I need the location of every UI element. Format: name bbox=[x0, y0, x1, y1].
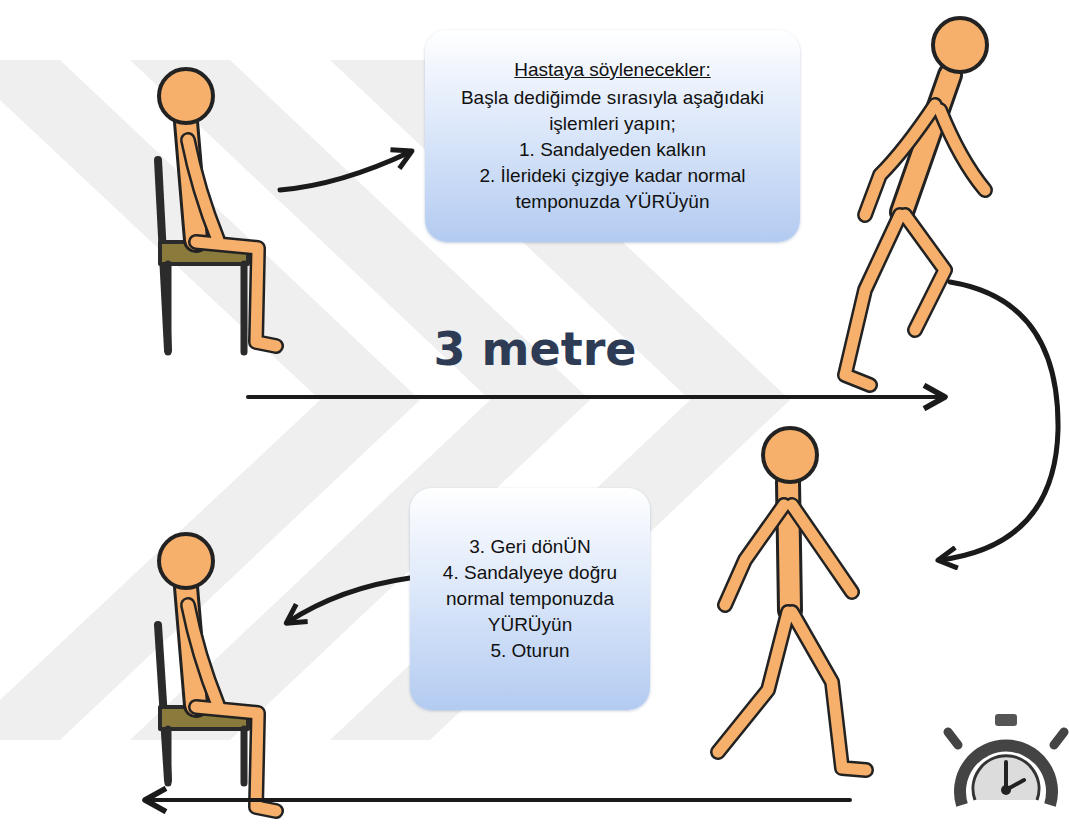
instruction-text: Başla dediğimde sırasıyla aşağıdaki işle… bbox=[437, 85, 788, 137]
instruction-text: 5. Oturun bbox=[490, 638, 569, 664]
seated-person bbox=[158, 534, 276, 811]
instruction-text: 4. Sandalyeye doğru normal temponuzda YÜ… bbox=[422, 560, 638, 638]
seated-person bbox=[158, 69, 276, 352]
distance-arrow bbox=[145, 798, 850, 802]
curved-arrow bbox=[940, 282, 1058, 560]
distance-arrow bbox=[248, 395, 945, 399]
instruction-text: 1. Sandalyeden kalkın bbox=[519, 137, 706, 163]
instruction-text: 3. Geri dönÜN bbox=[469, 534, 590, 560]
curved-arrow bbox=[288, 578, 410, 622]
instruction-box: Hastaya söylenecekler:Başla dediğimde sı… bbox=[425, 30, 800, 242]
curved-arrow bbox=[280, 152, 410, 190]
walking-person bbox=[845, 18, 987, 385]
flow-arrows bbox=[145, 152, 1058, 800]
instruction-box: 3. Geri dönÜN4. Sandalyeye doğru normal … bbox=[410, 488, 650, 710]
stopwatch-icon bbox=[948, 714, 1064, 805]
box-heading: Hastaya söylenecekler: bbox=[514, 57, 710, 83]
instruction-text: 2. İlerideki çizgiye kadar normal tempon… bbox=[437, 163, 788, 215]
walking-person bbox=[718, 428, 866, 770]
distance-label: 3 metre bbox=[385, 322, 685, 376]
